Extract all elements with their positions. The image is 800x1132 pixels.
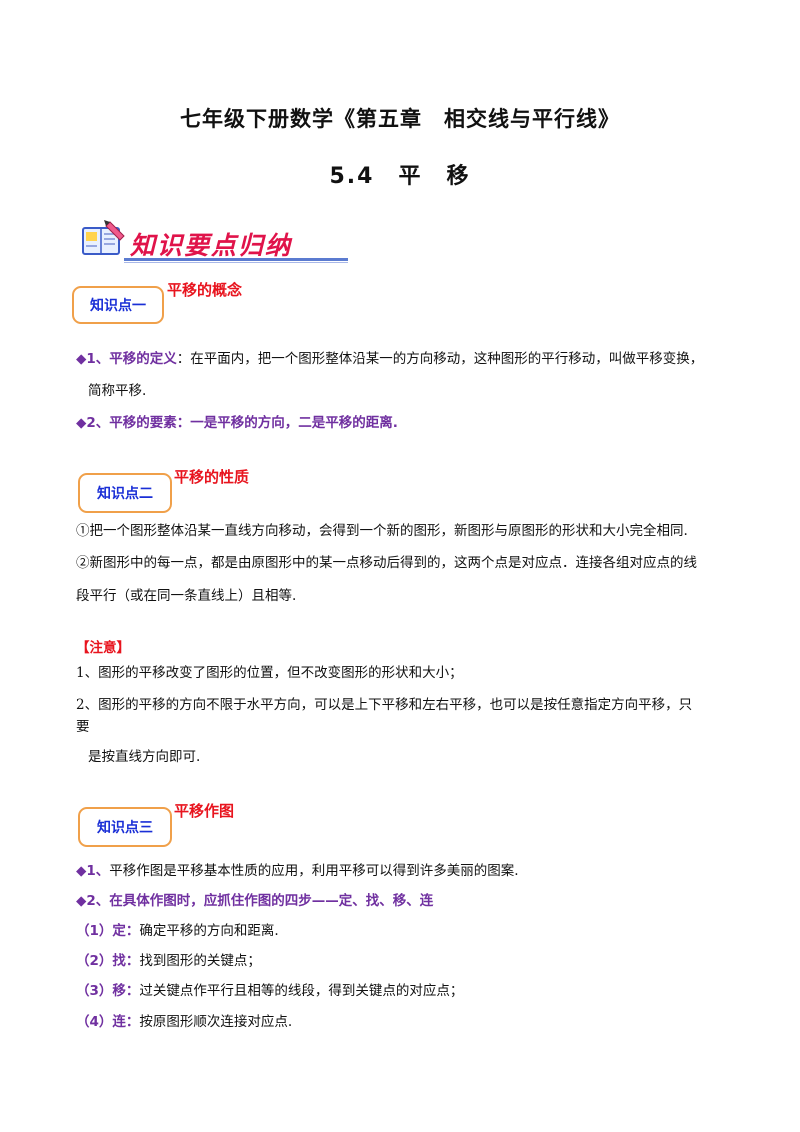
note-1: 1、图形的平移改变了图形的位置，但不改变图形的形状和大小；: [76, 665, 463, 681]
line-elements: ◆2、平移的要素：一是平移的方向，二是平移的距离.: [76, 413, 398, 433]
note-2-cont: 是按直线方向即可.: [88, 749, 201, 765]
drawing-line-2: ◆2、在具体作图时，应抓住作图的四步——定、找、移、连: [76, 891, 433, 911]
step-lead: （3）移：: [76, 983, 140, 999]
bullet: ◆1、: [76, 863, 110, 879]
section-heading-1: 平移的概念: [167, 281, 243, 299]
book-pencil-icon: [82, 220, 125, 255]
bullet: ◆1、: [76, 351, 110, 367]
banner-underline-thin: [124, 262, 348, 263]
banner-label: 知识要点归纳: [130, 231, 293, 260]
step-text: 过关键点作平行且相等的线段，得到关键点的对应点；: [139, 983, 464, 999]
page-title: 七年级下册数学《第五章 相交线与平行线》: [180, 107, 620, 131]
note-label: 【注意】: [76, 640, 130, 656]
step-text: 确定平移的方向和距离.: [139, 923, 279, 939]
definition-lead: 平移的定义: [109, 351, 177, 367]
step-lead: （4）连：: [76, 1014, 140, 1030]
section-heading-2: 平移的性质: [174, 468, 250, 486]
knowledge-point-box-1: 知识点一: [72, 286, 164, 324]
bullet: ◆2、: [76, 415, 110, 431]
drawing-text-1: 平移作图是平移基本性质的应用，利用平移可以得到许多美丽的图案.: [109, 863, 519, 879]
property-1: ①把一个图形整体沿某一直线方向移动，会得到一个新的图形，新图形与原图形的形状和大…: [76, 523, 688, 539]
property-2: ②新图形中的每一点，都是由原图形中的某一点移动后得到的，这两个点是对应点．连接各…: [76, 555, 697, 571]
step-text: 按原图形顺次连接对应点.: [139, 1014, 293, 1030]
step-text: 找到图形的关键点；: [139, 953, 261, 969]
elements-lead: 平移的要素：一是平移的方向，二是平移的距离.: [109, 415, 398, 431]
knowledge-summary-banner: 知识要点归纳: [80, 218, 348, 264]
knowledge-point-box-3: 知识点三: [78, 807, 172, 847]
drawing-line-1: ◆1、平移作图是平移基本性质的应用，利用平移可以得到许多美丽的图案.: [76, 861, 519, 881]
bullet: ◆2、: [76, 893, 110, 909]
line-definition: ◆1、平移的定义：在平面内，把一个图形整体沿某一的方向移动，这种图形的平行移动，…: [76, 349, 703, 369]
step-lead: （1）定：: [76, 923, 140, 939]
property-2-cont: 段平行（或在同一条直线上）且相等.: [76, 588, 297, 604]
note-2: 2、图形的平移的方向不限于水平方向，可以是上下平移和左右平移，也可以是按任意指定…: [76, 697, 693, 713]
step-2: （2）找：找到图形的关键点；: [76, 951, 261, 971]
section-heading-3: 平移作图: [174, 802, 235, 820]
drawing-lead-2: 在具体作图时，应抓住作图的四步——定、找、移、连: [109, 893, 434, 909]
line-definition-cont: 简称平移.: [88, 383, 147, 399]
banner-underline: [124, 258, 348, 261]
section-number-title: 5.4 平 移: [329, 164, 471, 189]
knowledge-point-box-2: 知识点二: [78, 473, 172, 513]
step-lead: （2）找：: [76, 953, 140, 969]
definition-text: ：在平面内，把一个图形整体沿某一的方向移动，这种图形的平行移动，叫做平移变换，: [176, 351, 704, 367]
step-1: （1）定：确定平移的方向和距离.: [76, 921, 279, 941]
step-3: （3）移：过关键点作平行且相等的线段，得到关键点的对应点；: [76, 981, 463, 1001]
step-4: （4）连：按原图形顺次连接对应点.: [76, 1012, 292, 1032]
note-2-wrap: 要: [76, 719, 90, 735]
